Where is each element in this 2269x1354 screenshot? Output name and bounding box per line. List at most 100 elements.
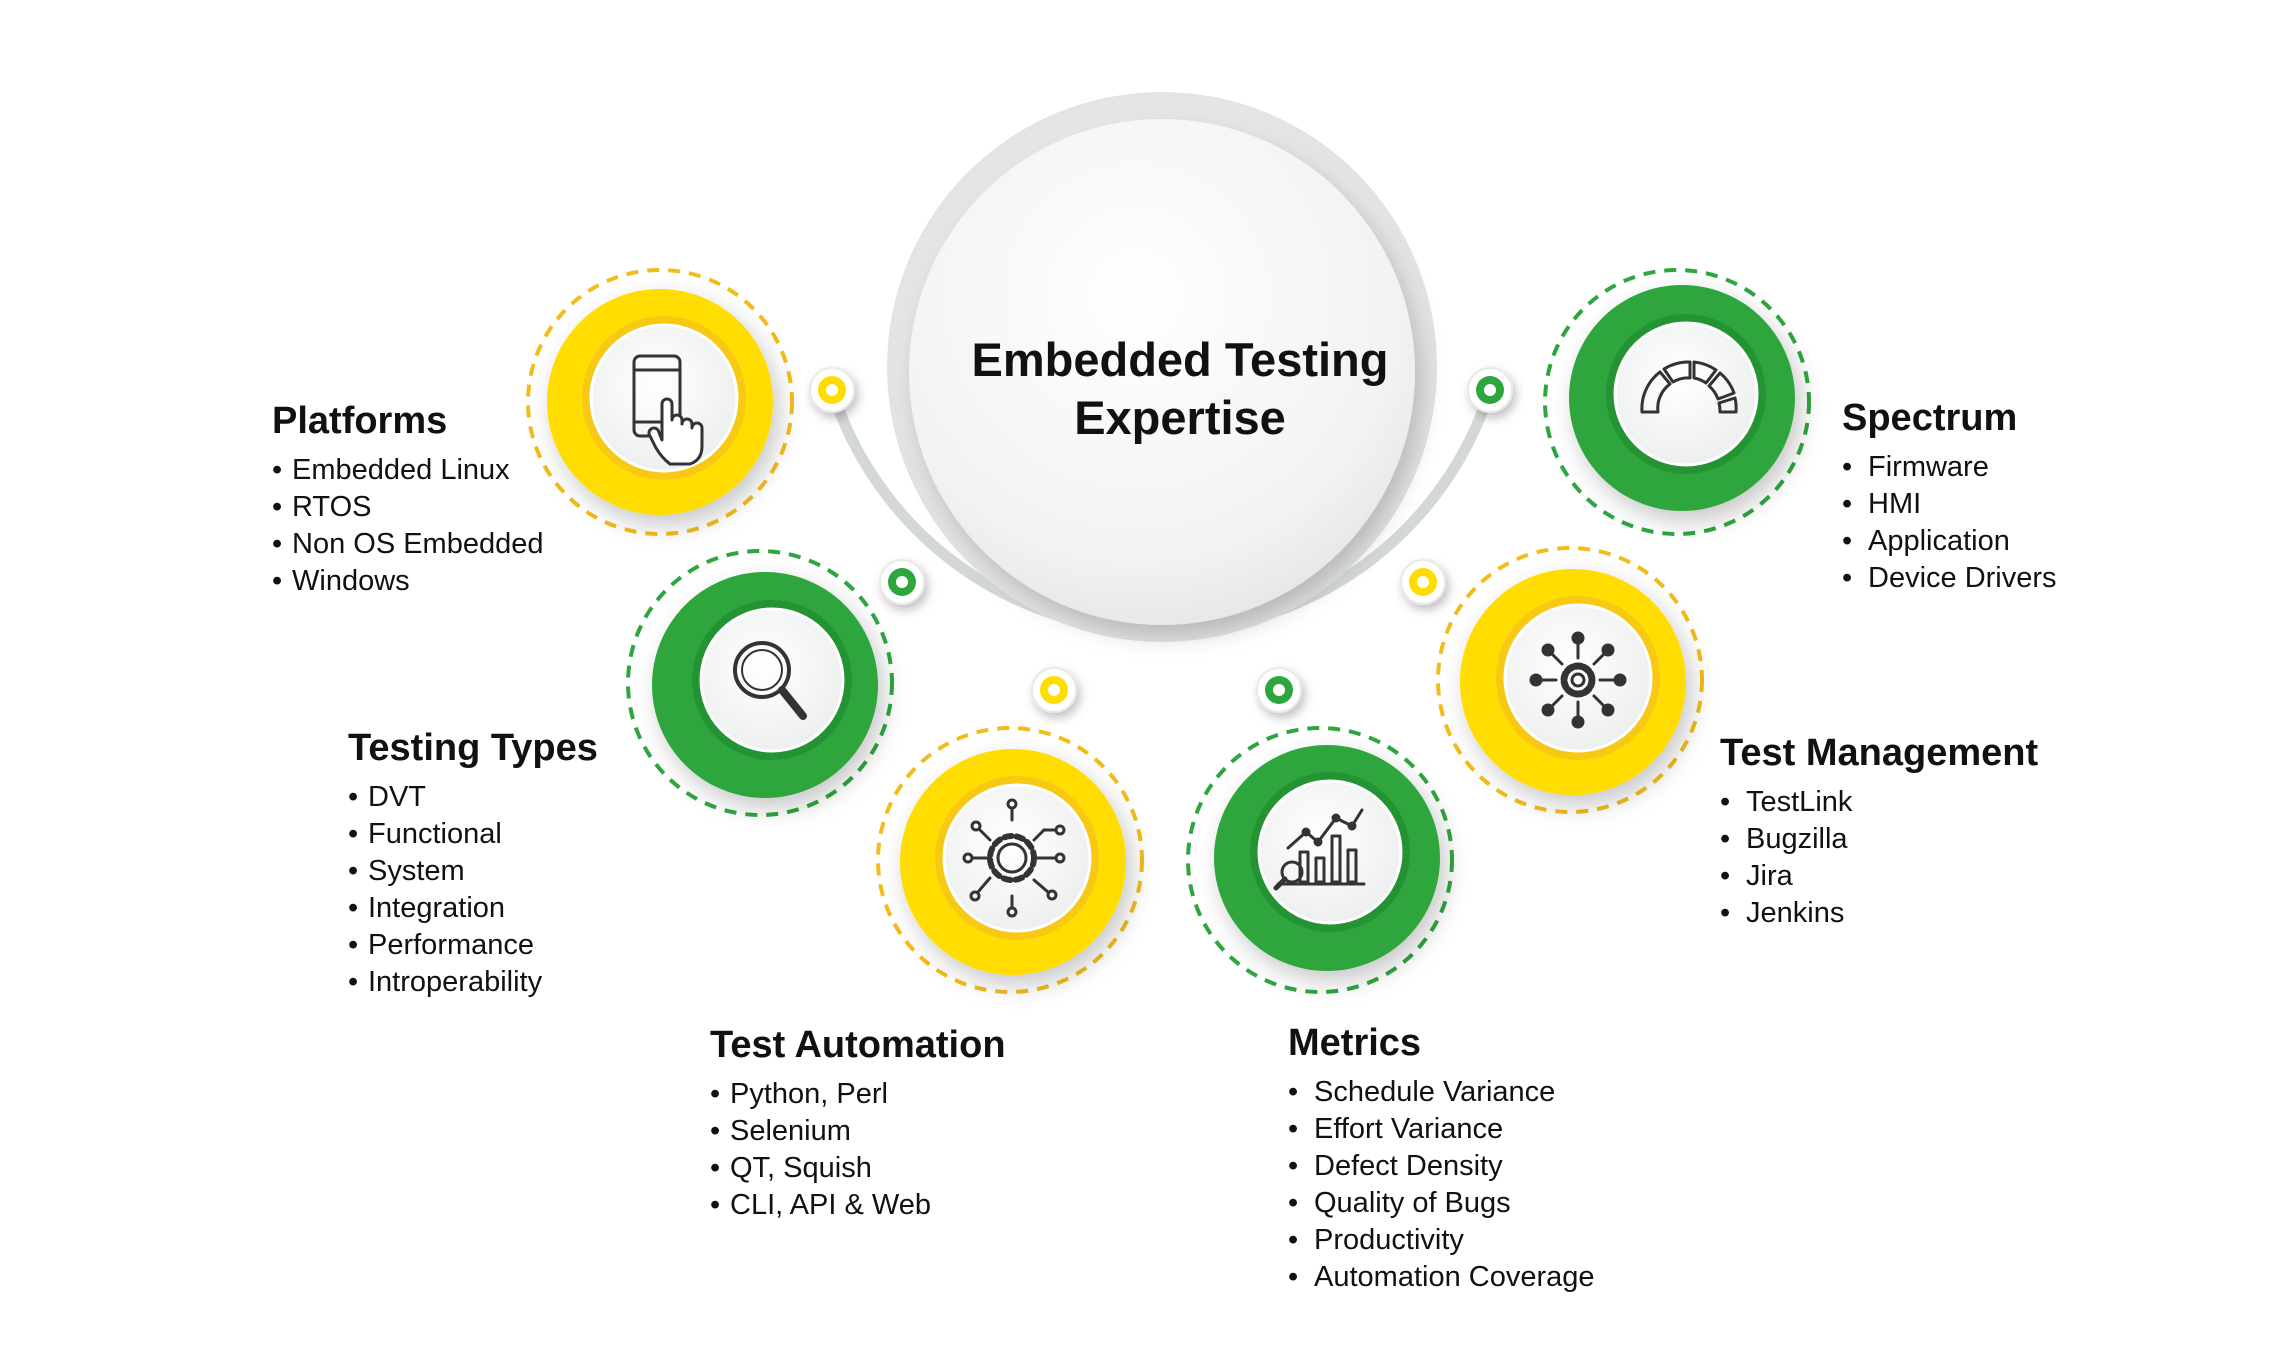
bullet-icon: • bbox=[1720, 860, 1731, 892]
list-item-label: Defect Density bbox=[1314, 1150, 1503, 1182]
list-item: •CLI, API & Web bbox=[710, 1187, 1006, 1224]
bullet-icon: • bbox=[348, 781, 359, 813]
bullet-icon: • bbox=[1288, 1113, 1299, 1145]
rail-dot-yellow bbox=[1400, 559, 1446, 605]
list-item-label: Bugzilla bbox=[1746, 823, 1848, 855]
list-item: • Productivity bbox=[1288, 1222, 1595, 1259]
rail-dot-yellow bbox=[1031, 667, 1077, 713]
test-automation-title: Test Automation bbox=[710, 1024, 1006, 1066]
list-item: •System bbox=[348, 853, 598, 890]
bullet-icon: • bbox=[710, 1078, 721, 1110]
testing-types-title: Testing Types bbox=[348, 727, 598, 769]
list-item-label: Application bbox=[1868, 525, 2010, 557]
list-item: • Defect Density bbox=[1288, 1148, 1595, 1185]
metrics-title: Metrics bbox=[1288, 1022, 1422, 1064]
list-item: • TestLink bbox=[1720, 784, 2038, 821]
list-item: • Quality of Bugs bbox=[1288, 1185, 1595, 1222]
list-item: • Selenium bbox=[710, 1113, 1006, 1150]
bullet-icon: • bbox=[1842, 525, 1853, 557]
bullet-icon: • bbox=[1720, 786, 1731, 818]
list-item-label: Selenium bbox=[730, 1115, 851, 1147]
gauge-icon bbox=[1640, 360, 1738, 414]
list-item: • Application bbox=[1842, 523, 2057, 560]
list-item-label: Automation Coverage bbox=[1314, 1261, 1595, 1293]
bullet-icon: • bbox=[272, 491, 283, 523]
bullet-icon: • bbox=[348, 892, 359, 924]
list-item: • Automation Coverage bbox=[1288, 1259, 1595, 1296]
list-item: •Integration bbox=[348, 890, 598, 927]
list-item: • Firmware bbox=[1842, 449, 2057, 486]
list-item-label: CLI, API & Web bbox=[730, 1189, 931, 1221]
platforms-block: Platforms •Embedded Linux•RTOS•Non OS Em… bbox=[272, 398, 543, 600]
list-item-label: QT, Squish bbox=[730, 1152, 872, 1184]
bullet-icon: • bbox=[710, 1115, 721, 1147]
list-item-label: Device Drivers bbox=[1868, 562, 2057, 594]
test-automation-list: • Python, Perl • Selenium•QT, Squish•CLI, A… bbox=[710, 1076, 1006, 1224]
metrics-block: Metrics • Schedule Variance • Effort Varian… bbox=[1288, 1020, 1595, 1296]
bullet-icon: • bbox=[1288, 1261, 1299, 1293]
test-management-block: Test Management •TestLink•Bugzilla•Jira•… bbox=[1720, 730, 2038, 932]
list-item: • Effort Variance bbox=[1288, 1111, 1595, 1148]
analytics-chart-icon bbox=[1273, 808, 1366, 891]
test-management-list: • TestLink • Bugzilla • Jira • Jenkins bbox=[1720, 784, 2038, 932]
list-item: • Python, Perl bbox=[710, 1076, 1006, 1113]
list-item: • Performance bbox=[348, 927, 598, 964]
list-item: • RTOS bbox=[272, 489, 543, 526]
list-item: •Windows bbox=[272, 563, 543, 600]
list-item: • Jira bbox=[1720, 858, 2038, 895]
center-title-line2: Expertise bbox=[1074, 391, 1286, 444]
list-item: •HMI bbox=[1842, 486, 2057, 523]
spectrum-node bbox=[1543, 268, 1811, 536]
list-item: • Non OS Embedded bbox=[272, 526, 543, 563]
list-item-label: Introperability bbox=[368, 966, 543, 998]
bullet-icon: • bbox=[1842, 451, 1853, 483]
test-automation-node bbox=[876, 726, 1144, 994]
bullet-icon: • bbox=[348, 818, 359, 850]
list-item: • Jenkins bbox=[1720, 895, 2038, 932]
bullet-icon: • bbox=[1842, 562, 1853, 594]
list-item: • Introperability bbox=[348, 964, 598, 1001]
platforms-list: • Embedded Linux • RTOS • Non OS Embedded•Win… bbox=[272, 452, 543, 600]
list-item-label: Performance bbox=[368, 929, 535, 961]
bullet-icon: • bbox=[272, 454, 283, 486]
list-item: • Device Drivers bbox=[1842, 560, 2057, 597]
metrics-node bbox=[1186, 726, 1454, 994]
list-item: •Functional bbox=[348, 816, 598, 853]
list-item-label: Non OS Embedded bbox=[292, 528, 544, 560]
network-gear-icon bbox=[1529, 631, 1627, 729]
list-item-label: Productivity bbox=[1314, 1224, 1464, 1256]
rail-dot-yellow bbox=[809, 367, 855, 413]
list-item-label: Embedded Linux bbox=[292, 454, 510, 486]
bullet-icon: • bbox=[1288, 1187, 1299, 1219]
bullet-icon: • bbox=[1288, 1224, 1299, 1256]
list-item-label: RTOS bbox=[292, 491, 372, 523]
bullet-icon: • bbox=[1720, 897, 1731, 929]
bullet-icon: • bbox=[1720, 823, 1731, 855]
center-hub: Embedded Testing Expertise bbox=[887, 92, 1437, 642]
bullet-icon: • bbox=[348, 929, 359, 961]
spectrum-title: Spectrum bbox=[1842, 397, 2018, 439]
center-title-line1: Embedded Testing bbox=[972, 333, 1389, 386]
list-item-label: Jenkins bbox=[1746, 897, 1845, 929]
list-item: • Bugzilla bbox=[1720, 821, 2038, 858]
bullet-icon: • bbox=[272, 528, 283, 560]
bullet-icon: • bbox=[1288, 1150, 1299, 1182]
list-item-label: DVT bbox=[368, 781, 426, 813]
bullet-icon: • bbox=[272, 565, 283, 597]
list-item-label: Schedule Variance bbox=[1314, 1076, 1556, 1108]
list-item-label: Firmware bbox=[1868, 451, 1989, 483]
bullet-icon: • bbox=[348, 966, 359, 998]
list-item-label: TestLink bbox=[1746, 786, 1853, 818]
list-item-label: Jira bbox=[1746, 860, 1793, 892]
gear-circuit-icon bbox=[962, 798, 1066, 918]
testing-types-node bbox=[626, 549, 894, 817]
list-item-label: Effort Variance bbox=[1314, 1113, 1504, 1145]
bullet-icon: • bbox=[1288, 1076, 1299, 1108]
platforms-node bbox=[526, 268, 794, 536]
test-management-node bbox=[1436, 546, 1704, 814]
list-item-label: Quality of Bugs bbox=[1314, 1187, 1511, 1219]
rail-dot-green bbox=[1467, 367, 1513, 413]
list-item-label: Python, Perl bbox=[730, 1078, 888, 1110]
list-item: •QT, Squish bbox=[710, 1150, 1006, 1187]
